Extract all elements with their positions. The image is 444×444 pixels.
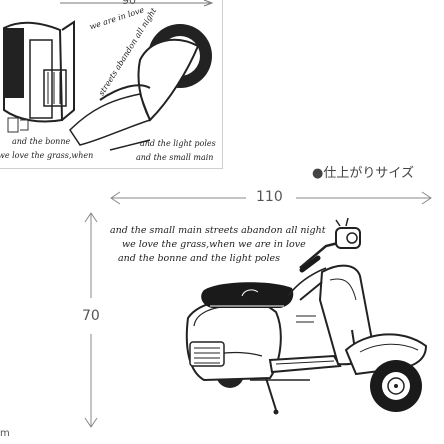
preview-text-grass: we love the grass,when — [0, 151, 94, 160]
decal-text-line-1: and the small main streets abandon all n… — [110, 225, 326, 236]
width-dimension-arrow — [110, 191, 432, 205]
preview-scooter-drawing — [3, 20, 212, 151]
decal-text-line-3: and the bonne and the light poles — [118, 253, 281, 264]
preview-text-bonne: and the bonne — [12, 137, 71, 146]
unit-label: m — [0, 428, 10, 439]
decal-text-line-2: we love the grass,when we are in love — [122, 239, 306, 250]
preview-text-light: and the light poles — [140, 139, 216, 148]
preview-text-small-main: and the small main — [136, 153, 214, 162]
height-dimension-label: 70 — [82, 308, 100, 324]
finished-size-label: ●仕上がりサイズ — [312, 166, 414, 181]
width-dimension-label: 110 — [256, 189, 283, 205]
preview-width-label: 90 — [122, 0, 136, 7]
preview-width-arrow — [60, 0, 214, 7]
product-preview: 90 we are in love streets abandon all ni… — [0, 0, 223, 169]
height-dimension-arrow — [84, 212, 98, 428]
